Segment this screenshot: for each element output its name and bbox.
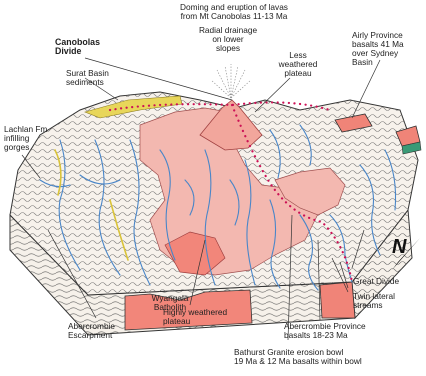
label-radial-drainage: Radial drainage on lower slopes bbox=[178, 26, 278, 53]
radial-spray bbox=[211, 64, 251, 98]
north-label: N bbox=[392, 236, 406, 259]
label-abercrombie-escarpment: Abercrombie Escarpment bbox=[68, 322, 115, 340]
label-great-divide: Great Divide bbox=[353, 277, 399, 286]
label-bathurst: Bathurst Granite erosion bowl 19 Ma & 12… bbox=[234, 348, 362, 366]
label-abercrombie-province: Abercrombie Province basalts 18-23 Ma bbox=[284, 322, 366, 340]
label-doming: Doming and eruption of lavas from Mt Can… bbox=[150, 3, 318, 21]
label-surat-basin: Surat Basin sediments bbox=[66, 69, 109, 87]
label-canobolas-divide: Canobolas Divide bbox=[55, 38, 100, 56]
label-lachlan: Lachlan Fm infilling gorges bbox=[4, 125, 47, 152]
label-highly-weathered: Highly weathered plateau bbox=[163, 308, 227, 326]
basalt-front bbox=[320, 282, 355, 318]
label-airly-province: Airly Province basalts 41 Ma over Sydney… bbox=[352, 31, 404, 67]
label-twin-lateral: Twin lateral streams bbox=[353, 292, 395, 310]
label-less-weathered: Less weathered plateau bbox=[268, 51, 328, 78]
